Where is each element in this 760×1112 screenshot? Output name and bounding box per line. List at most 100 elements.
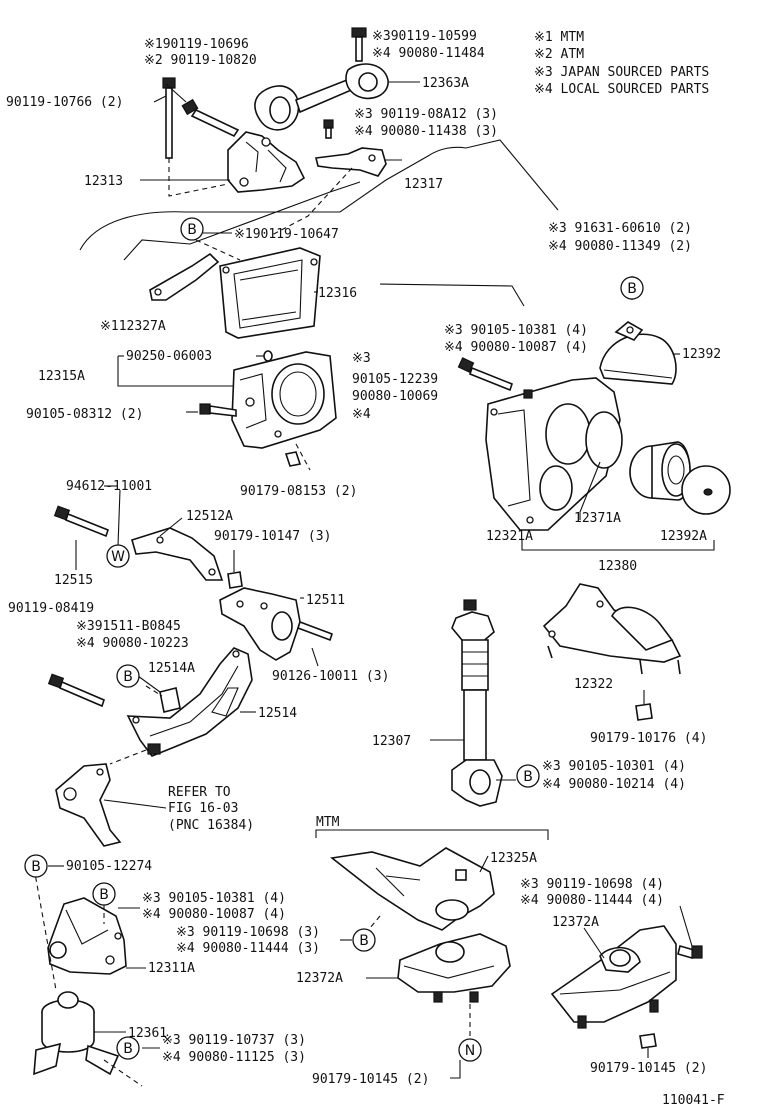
part-12317-bracket xyxy=(315,119,387,177)
label: 12317 xyxy=(404,177,443,192)
callout-b-top: B xyxy=(180,217,204,241)
part-12512a-bracket xyxy=(131,527,224,581)
label: 90179-10147 (3) xyxy=(214,529,331,544)
legend-item-atm: ※2 ATM xyxy=(534,47,584,62)
svg-text:B: B xyxy=(123,1041,133,1057)
part-12361-mount xyxy=(33,991,120,1076)
label: 12380 xyxy=(598,559,637,574)
label: 90179-08153 (2) xyxy=(240,484,357,499)
label: ※4 xyxy=(352,407,371,422)
label: ※3 90105-10301 (4) xyxy=(542,759,686,774)
label: 12363A xyxy=(422,76,469,91)
svg-text:B: B xyxy=(187,222,197,238)
part-refer-bracket xyxy=(55,763,122,847)
label: ※3 91631-60610 (2) xyxy=(548,221,692,236)
label: ※3 90105-10381 (4) xyxy=(444,323,588,338)
label: 12392 xyxy=(682,347,721,362)
svg-text:B: B xyxy=(627,281,637,297)
part-12511-bracket xyxy=(219,587,301,661)
label: 12322 xyxy=(574,677,613,692)
bolt-90126-10011 xyxy=(296,620,334,642)
label: 90250-06003 xyxy=(126,349,212,364)
part-12372a-mount-right xyxy=(550,925,677,1029)
label: 12372A xyxy=(552,915,599,930)
label: REFER TO xyxy=(168,785,231,800)
label: ※3 90119-10698 (4) xyxy=(520,877,664,892)
bolt-90105-08312 xyxy=(199,403,237,417)
engine-outline xyxy=(79,139,559,251)
label: 90105-08312 (2) xyxy=(26,407,143,422)
label: ※4 90080-11444 (3) xyxy=(176,941,320,956)
label: (PNC 16384) xyxy=(168,818,254,833)
part-12316-frame xyxy=(219,247,321,339)
leader-lines xyxy=(48,81,693,1079)
label: 12512A xyxy=(186,509,233,524)
label: 90179-10176 (4) xyxy=(590,731,707,746)
label: 12514 xyxy=(258,706,297,721)
label: ※4 90080-10214 (4) xyxy=(542,777,686,792)
label: ※3 90105-10381 (4) xyxy=(142,891,286,906)
part-12392a-cap xyxy=(681,465,731,515)
part-12372a-mount-left xyxy=(397,933,511,1003)
part-12315a-housing xyxy=(231,350,337,449)
label: 90179-10145 (2) xyxy=(312,1072,429,1087)
part-12514a-spacer xyxy=(145,685,181,713)
label: 12307 xyxy=(372,734,411,749)
callout-b-left-top: B xyxy=(24,854,48,878)
legend-item-mtm: ※1 MTM xyxy=(534,30,584,45)
label: 12515 xyxy=(54,573,93,588)
label: ※3 90119-10698 (3) xyxy=(176,925,320,940)
callout-b-cover: B xyxy=(620,276,644,300)
callout-b-bottom: B xyxy=(116,1036,140,1060)
label: ※4 90080-11438 (3) xyxy=(354,124,498,139)
label: 12313 xyxy=(84,174,123,189)
nut-90179-10145-right xyxy=(639,1033,657,1049)
mtm-bracket-line xyxy=(315,829,549,840)
bolt-90119-10698-right xyxy=(677,945,703,959)
label: 12372A xyxy=(296,971,343,986)
label: 12514A xyxy=(148,661,195,676)
label: ※4 90080-11349 (2) xyxy=(548,239,692,254)
bolt-90119-08419 xyxy=(47,673,105,708)
label: MTM xyxy=(316,815,340,830)
label: 90119-08419 xyxy=(8,601,94,616)
bolt-90119-10696 xyxy=(181,98,240,138)
label: ※390119-10599 xyxy=(372,29,477,44)
label: ※4 90080-10223 xyxy=(76,636,189,651)
bolt-12515 xyxy=(53,505,109,538)
label: ※4 90080-11484 xyxy=(372,46,485,61)
svg-text:B: B xyxy=(523,769,533,785)
part-labels: ※190119-10696 ※2 90119-10820 90119-10766… xyxy=(6,29,725,1108)
label: 90105-12274 xyxy=(66,859,152,874)
label: 12511 xyxy=(306,593,345,608)
part-12322-mount xyxy=(542,583,682,675)
label: 12315A xyxy=(38,369,85,384)
part-12363a-rod xyxy=(254,63,389,131)
label: 12316 xyxy=(318,286,357,301)
nut-90179-08153 xyxy=(284,443,311,471)
legend-item-japan-sourced: ※3 JAPAN SOURCED PARTS xyxy=(534,65,709,80)
label: 94612-11001 xyxy=(66,479,152,494)
callout-b-mtm: B xyxy=(352,928,376,952)
label: 12311A xyxy=(148,961,195,976)
bolt-90105-12239 xyxy=(457,357,513,392)
label: ※4 90080-11444 (4) xyxy=(520,893,664,908)
label: ※391511-B0845 xyxy=(76,619,181,634)
label: 12325A xyxy=(490,851,537,866)
part-12327a-bracket xyxy=(149,252,220,301)
callout-b-arm: B xyxy=(116,664,140,688)
bolt-top-rod xyxy=(351,27,367,62)
label: 90126-10011 (3) xyxy=(272,669,389,684)
label: ※3 xyxy=(352,351,371,366)
legend: ※1 MTM ※2 ATM ※3 JAPAN SOURCED PARTS ※4 … xyxy=(534,30,709,97)
part-12371a-bushing xyxy=(629,441,691,501)
label: ※112327A xyxy=(100,319,166,334)
label: ※2 90119-10820 xyxy=(144,53,257,68)
nut-90179-10176 xyxy=(635,703,653,721)
callout-b-absorber: B xyxy=(516,764,540,788)
label: ※3 90119-10737 (3) xyxy=(162,1033,306,1048)
svg-text:N: N xyxy=(465,1043,475,1059)
figure-code: 110041-F xyxy=(662,1093,725,1108)
part-12514-arm xyxy=(126,647,253,757)
label: 90119-10766 (2) xyxy=(6,95,123,110)
